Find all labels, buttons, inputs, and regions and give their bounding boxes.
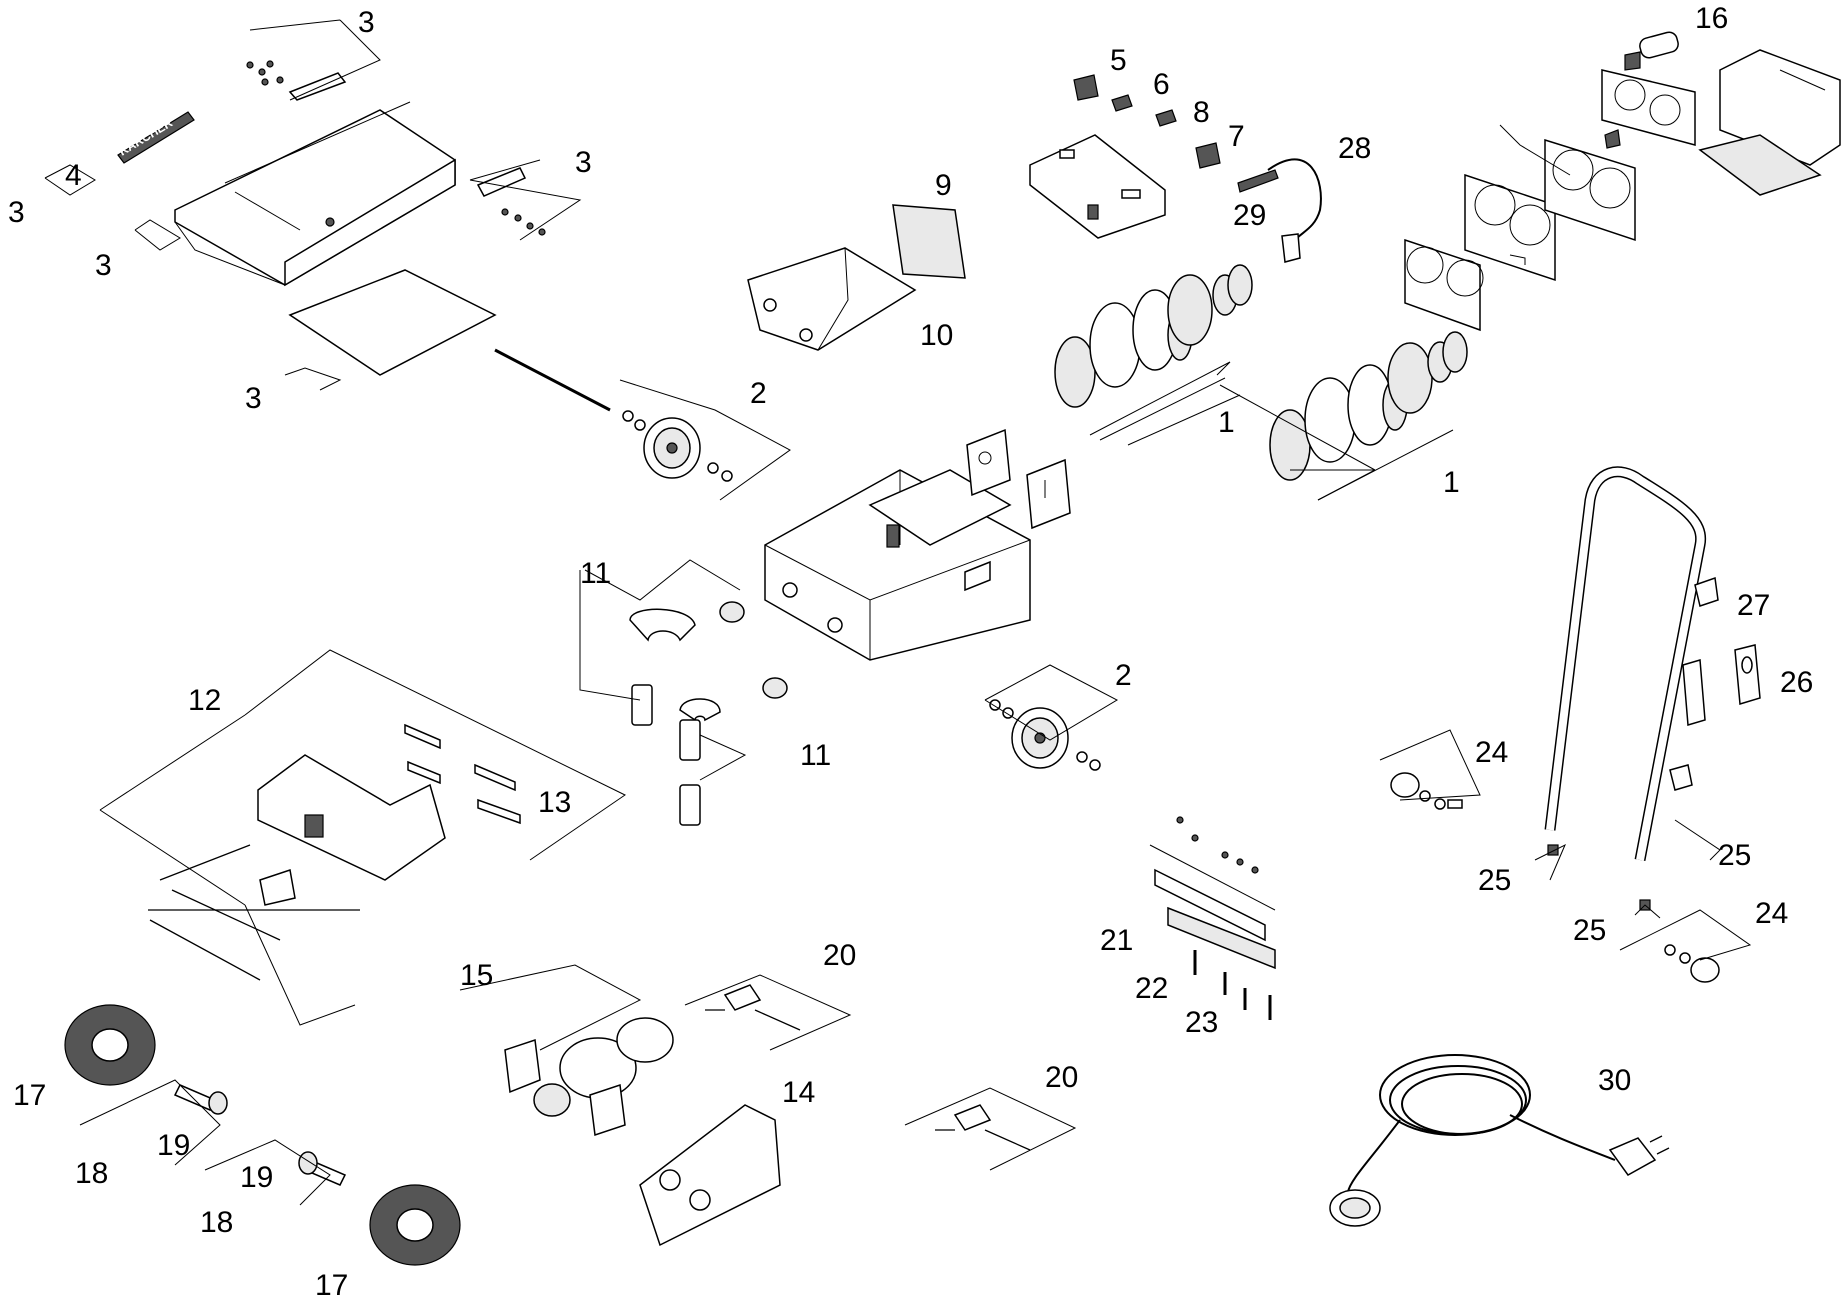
callout-7: 7 [1228,120,1245,153]
callout-17b: 17 [315,1269,348,1302]
part-drive-mount-upper [705,984,801,1031]
callout-6: 6 [1153,68,1170,101]
callout-3a: 3 [358,6,375,39]
callout-3b: 3 [575,146,592,179]
part-capacitor [1604,31,1679,149]
part-motor-upper [1054,264,1253,408]
part-cover-plate [288,269,497,376]
callout-25a: 25 [1478,864,1511,897]
part-switch-5 [1073,74,1099,101]
part-motor-gasket-plate [1404,238,1484,332]
part-extension-cord [1329,1054,1670,1227]
part-drive-bracket [639,1104,781,1247]
callout-3d: 3 [95,249,112,282]
part-brush-roller-right [369,1184,461,1266]
callout-2b: 2 [1115,659,1132,692]
callout-10: 10 [920,319,953,352]
part-label-8 [1155,109,1177,127]
part-filter-plate [892,204,966,279]
part-knob-24-upper [1390,772,1463,810]
part-screws-23 [1243,988,1272,1020]
callout-18b: 18 [200,1206,233,1239]
callout-16: 16 [1695,2,1728,35]
part-motor-mount-plate [1464,173,1556,282]
part-cover-top [174,101,456,287]
part-power-cord-short [1267,158,1322,263]
part-drive-mount-lower [935,1104,1031,1151]
callout-15: 15 [460,959,493,992]
part-handle-clip-27 [1694,576,1719,607]
part-label-6 [1111,94,1133,112]
part-brush-brackets [404,723,521,825]
part-handle-clamp [1669,659,1706,791]
brand-decal: KÄRCHER [116,111,195,164]
callout-21: 21 [1100,924,1133,957]
callout-22: 22 [1135,972,1168,1005]
part-knob-24-lower [1664,944,1720,983]
callout-5: 5 [1110,44,1127,77]
callout-12: 12 [188,684,221,717]
leader-lines [44,19,1752,1206]
callout-4: 4 [65,159,82,192]
callout-29: 29 [1233,199,1266,232]
part-hose-elbow-b [679,677,788,826]
callout-8: 8 [1193,96,1210,129]
part-chassis-side-plate-b [1026,458,1071,530]
callout-9: 9 [935,169,952,202]
callout-24b: 24 [1755,897,1788,930]
part-hose-elbow-a [629,601,745,726]
callout-14: 14 [782,1076,815,1109]
callout-13: 13 [538,786,571,819]
part-wheel-bottom [989,699,1101,771]
callout-1a: 1 [1218,406,1235,439]
part-nut-25 [1547,844,1651,911]
part-hinge-right [476,167,546,236]
callout-18a: 18 [75,1157,108,1190]
part-motor-seal-plate [1544,138,1636,242]
callout-24a: 24 [1475,736,1508,769]
callout-1b: 1 [1443,466,1460,499]
callout-23: 23 [1185,1006,1218,1039]
part-brush-housing [148,754,446,981]
part-squeegee-bar [1154,816,1276,970]
callout-2a: 2 [750,377,767,410]
callout-17a: 17 [13,1079,46,1112]
part-push-handle [1544,466,1707,862]
part-axle [494,348,611,412]
callout-26: 26 [1780,666,1813,699]
part-motor-lower [1269,331,1468,481]
callout-3c: 3 [8,196,25,229]
part-drive-motor [504,1017,674,1137]
part-cooling-cover [1601,49,1841,196]
callout-19a: 19 [157,1129,190,1162]
part-brush-roller-left [64,1004,156,1086]
part-wheel-top [622,410,733,482]
part-cord-strain-relief [1237,169,1279,193]
part-cable-hook-26 [1734,644,1761,705]
part-hopper-wedge [747,247,917,351]
callout-20b: 20 [1045,1061,1078,1094]
part-switch-housing [1029,134,1166,239]
callout-27: 27 [1737,589,1770,622]
callout-30: 30 [1598,1064,1631,1097]
callout-25c: 25 [1573,914,1606,947]
part-chassis-side-plate-a [966,428,1011,497]
callout-11a: 11 [580,557,611,590]
callout-20a: 20 [823,939,856,972]
callout-11b: 11 [800,739,831,772]
callout-19b: 19 [240,1161,273,1194]
callout-labels: 1 1 2 2 3 3 3 3 3 4 5 6 7 8 9 10 11 11 1… [8,2,1813,1302]
part-screws-22 [1193,950,1227,995]
callout-3e: 3 [245,382,262,415]
part-hinge-top [246,60,347,101]
part-axle-stub-right [298,1151,347,1186]
callout-25b: 25 [1718,839,1751,872]
callout-28: 28 [1338,132,1371,165]
part-axle-stub-left [173,1084,228,1115]
part-switch-7 [1195,142,1221,169]
part-chassis-box [764,469,1031,661]
